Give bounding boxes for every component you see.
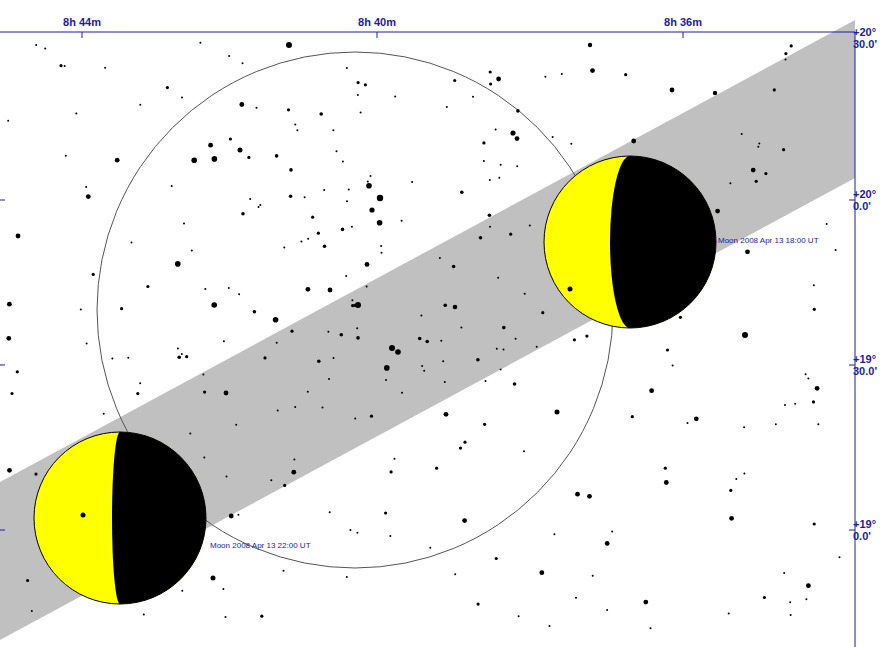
coordinate-label: +20° 0.0': [853, 188, 889, 212]
moon-time-label: Moon 2008 Apr 13 22:00 UT: [210, 542, 311, 551]
stars: [6, 42, 840, 630]
coordinate-label: +19° 0.0': [853, 518, 889, 542]
moon-path-band: [0, 20, 855, 640]
coordinate-label: 8h 36m: [664, 16, 702, 28]
moon-disc: [34, 432, 206, 604]
moon-disc: [544, 156, 716, 328]
moon-time-label: Moon 2008 Apr 13 18:00 UT: [718, 237, 819, 246]
chart-frame: [0, 32, 855, 647]
coordinate-label: +20° 30.0': [853, 26, 889, 50]
coordinate-label: +19° 30.0': [853, 353, 889, 377]
coordinate-label: 8h 44m: [63, 16, 101, 28]
coordinate-label: 8h 40m: [358, 16, 396, 28]
